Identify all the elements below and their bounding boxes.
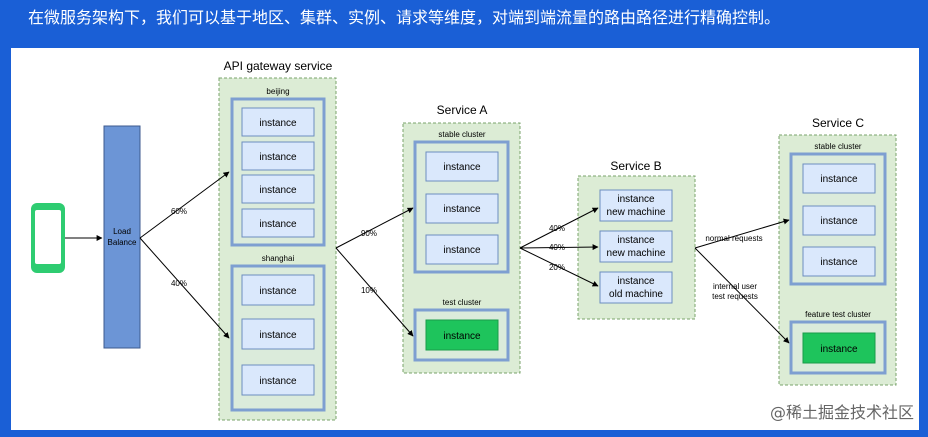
mobile-phone-icon	[31, 203, 65, 273]
svg-text:instance: instance	[617, 235, 655, 246]
instance-box: instance	[425, 151, 499, 182]
service-c-title: Service C	[812, 116, 864, 130]
route-label-internal-line1: internal user	[713, 282, 757, 291]
split-label: 60%	[171, 207, 187, 216]
edge-labels: 60% 40% 90% 10% 40% 40% 20% normal reque…	[171, 207, 763, 301]
service-b: Service B instance new machine instance ne…	[577, 159, 696, 320]
instance-box: instance	[802, 163, 876, 194]
instance-box: instance	[241, 318, 315, 350]
instance-box: instance new machine	[599, 189, 673, 222]
load-balancer-label-line1: Load	[113, 227, 131, 236]
svg-text:instance: instance	[259, 376, 297, 387]
split-label: 20%	[549, 263, 565, 272]
test-instance-box: instance	[425, 319, 499, 351]
svg-text:new machine: new machine	[607, 248, 666, 259]
header-banner: 在微服务架构下，我们可以基于地区、集群、实例、请求等维度，对端到端流量的路由路径…	[0, 0, 928, 48]
split-label: 90%	[361, 229, 377, 238]
api-gateway-service: API gateway service beijing instance ins…	[218, 59, 337, 421]
cluster-label-beijing: beijing	[266, 87, 289, 96]
svg-text:instance: instance	[443, 162, 481, 173]
service-b-title: Service B	[610, 159, 661, 173]
service-c: Service C stable cluster instance instan…	[778, 116, 897, 386]
svg-text:instance: instance	[443, 331, 481, 342]
load-balancer-label-line2: Balance	[108, 238, 137, 247]
service-c-stable-label: stable cluster	[814, 142, 861, 151]
svg-text:instance: instance	[259, 286, 297, 297]
svg-text:instance: instance	[820, 216, 858, 227]
routing-diagram: Load Balance API gateway service beijing…	[31, 59, 897, 421]
feature-instance-box: instance	[802, 332, 876, 364]
instance-box: instance	[802, 246, 876, 277]
svg-text:instance: instance	[443, 245, 481, 256]
svg-text:instance: instance	[259, 185, 297, 196]
svg-text:instance: instance	[617, 276, 655, 287]
instance-box: instance	[425, 234, 499, 265]
svg-text:instance: instance	[259, 219, 297, 230]
instance-box: instance old machine	[599, 271, 673, 304]
instance-box: instance	[241, 208, 315, 238]
instance-box: instance	[241, 174, 315, 204]
watermark: @稀土掘金技术社区	[769, 403, 914, 422]
route-arrows	[65, 171, 790, 344]
split-label: 10%	[361, 286, 377, 295]
split-label: 40%	[171, 279, 187, 288]
svg-text:instance: instance	[820, 344, 858, 355]
svg-text:instance: instance	[259, 118, 297, 129]
instance-box: instance	[241, 141, 315, 171]
service-a-stable-label: stable cluster	[438, 130, 485, 139]
route-label-internal-line2: test requests	[712, 292, 758, 301]
svg-text:instance: instance	[820, 257, 858, 268]
load-balancer: Load Balance	[103, 125, 141, 349]
instance-box: instance	[425, 193, 499, 224]
svg-text:instance: instance	[259, 152, 297, 163]
svg-text:instance: instance	[443, 204, 481, 215]
service-a-title: Service A	[437, 103, 488, 117]
instance-box: instance new machine	[599, 230, 673, 263]
service-a-test-label: test cluster	[443, 298, 482, 307]
svg-text:instance: instance	[259, 330, 297, 341]
svg-text:instance: instance	[820, 174, 858, 185]
instance-box: instance	[241, 364, 315, 396]
svg-text:new machine: new machine	[607, 207, 666, 218]
split-label: 40%	[549, 224, 565, 233]
svg-text:old machine: old machine	[609, 289, 663, 300]
gateway-title: API gateway service	[224, 59, 333, 73]
svg-text:instance: instance	[617, 194, 655, 205]
instance-box: instance	[241, 107, 315, 137]
split-label: 40%	[549, 243, 565, 252]
service-a: Service A stable cluster instance instan…	[402, 103, 521, 374]
diagram-canvas: Load Balance API gateway service beijing…	[11, 48, 919, 430]
cluster-label-shanghai: shanghai	[262, 254, 295, 263]
route-label-normal: normal requests	[705, 234, 762, 243]
instance-box: instance	[241, 274, 315, 306]
instance-box: instance	[802, 205, 876, 236]
service-c-feature-label: feature test cluster	[805, 310, 871, 319]
